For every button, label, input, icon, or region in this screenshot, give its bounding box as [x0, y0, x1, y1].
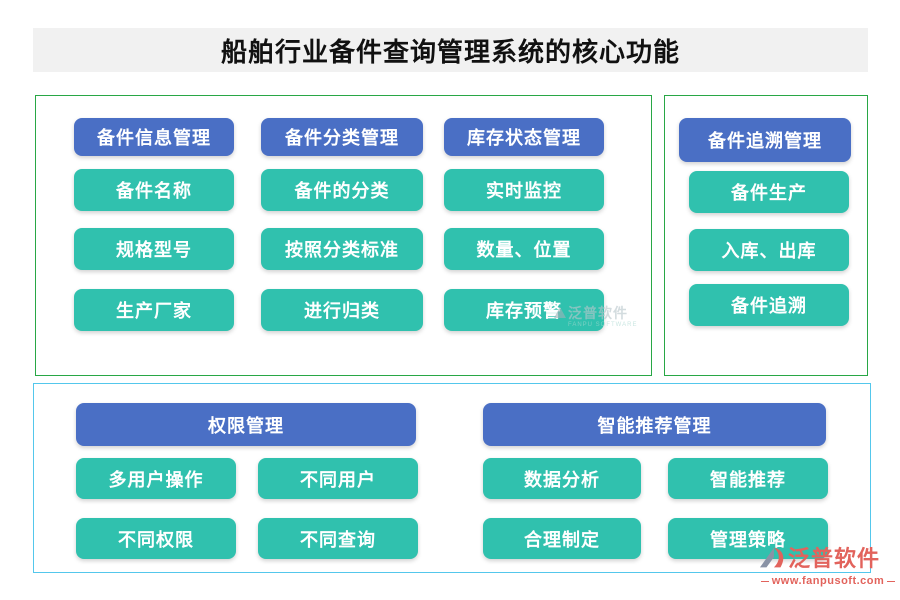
item-parts-classification: 备件的分类 — [261, 169, 423, 211]
item-by-classification-standard: 按照分类标准 — [261, 228, 423, 270]
item-multi-user-operation: 多用户操作 — [76, 458, 236, 499]
item-manufacturer: 生产厂家 — [74, 289, 234, 331]
panel-permissions-recommendation: 权限管理 多用户操作 不同用户 不同权限 不同查询 智能推荐管理 数据分析 智能… — [33, 383, 871, 573]
item-inventory-warning: 库存预警 — [444, 289, 604, 331]
header-parts-info-management: 备件信息管理 — [74, 118, 234, 156]
item-part-name: 备件名称 — [74, 169, 234, 211]
header-inventory-status-management: 库存状态管理 — [444, 118, 604, 156]
item-parts-production: 备件生产 — [689, 171, 849, 213]
item-management-strategy: 管理策略 — [668, 518, 828, 559]
item-inbound-outbound: 入库、出库 — [689, 229, 849, 271]
item-quantity-location: 数量、位置 — [444, 228, 604, 270]
item-different-queries: 不同查询 — [258, 518, 418, 559]
watermark-url: www.fanpusoft.com — [758, 576, 898, 587]
title-bar: 船舶行业备件查询管理系统的核心功能 — [33, 28, 868, 72]
header-parts-traceability-management: 备件追溯管理 — [679, 118, 851, 162]
item-spec-model: 规格型号 — [74, 228, 234, 270]
panel-traceability: 备件追溯管理 备件生产 入库、出库 备件追溯 — [664, 95, 868, 376]
page-title: 船舶行业备件查询管理系统的核心功能 — [220, 36, 680, 67]
item-different-permissions: 不同权限 — [76, 518, 236, 559]
header-permission-management: 权限管理 — [76, 403, 416, 446]
item-different-users: 不同用户 — [258, 458, 418, 499]
item-realtime-monitoring: 实时监控 — [444, 169, 604, 211]
header-smart-recommendation-management: 智能推荐管理 — [483, 403, 826, 446]
item-parts-trace: 备件追溯 — [689, 284, 849, 326]
item-reasonable-formulation: 合理制定 — [483, 518, 641, 559]
item-smart-recommendation: 智能推荐 — [668, 458, 828, 499]
item-categorize: 进行归类 — [261, 289, 423, 331]
header-parts-classification-management: 备件分类管理 — [261, 118, 423, 156]
panel-core-functions: 备件信息管理 备件名称 规格型号 生产厂家 备件分类管理 备件的分类 按照分类标… — [35, 95, 652, 376]
item-data-analysis: 数据分析 — [483, 458, 641, 499]
